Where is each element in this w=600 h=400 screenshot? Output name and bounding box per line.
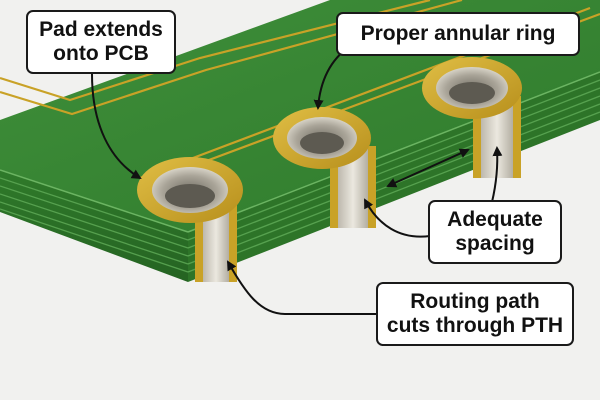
spacing-double-arrow [386, 148, 470, 188]
routing-path-line-1: Routing path [410, 290, 540, 313]
routing-path-callout: Routing path cuts through PTH [376, 282, 574, 347]
routing-path-arrow [227, 260, 376, 315]
annular-ring-callout: Proper annular ring [336, 12, 580, 57]
spacing-arrow-1 [364, 198, 431, 238]
pad-extends-callout: Pad extends onto PCB [26, 10, 176, 75]
adequate-spacing-line-1: Adequate [447, 208, 543, 231]
adequate-spacing-callout: Adequate spacing [428, 200, 562, 265]
adequate-spacing-line-2: spacing [455, 232, 535, 256]
pad-extends-arrow [91, 73, 142, 180]
pad-extends-line-2: onto PCB [53, 42, 149, 66]
annular-ring-label: Proper annular ring [360, 22, 556, 45]
spacing-arrow-2 [491, 146, 503, 203]
via-middle [273, 107, 376, 228]
routing-path-line-2: cuts through PTH [386, 314, 564, 338]
leader-lines [91, 45, 503, 315]
pad-extends-line-1: Pad extends [39, 18, 163, 41]
